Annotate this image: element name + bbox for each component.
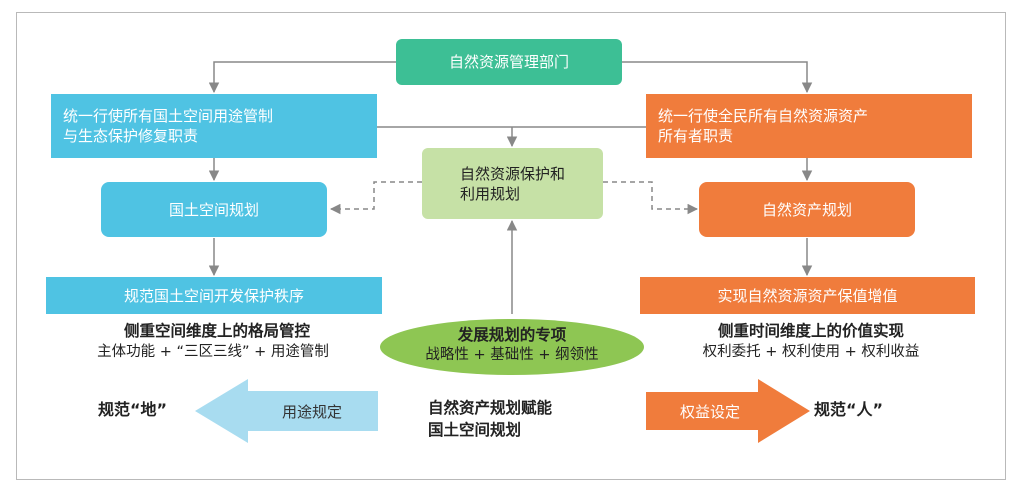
dashed-to-right-plan	[603, 181, 699, 215]
diagram-frame	[16, 12, 1006, 480]
connector-top-right	[622, 61, 813, 94]
left-duty-box: 统一行使所有国土空间用途管制 与生态保护修复职责	[51, 94, 377, 158]
right-plan-label: 自然资产规划	[761, 200, 852, 219]
right-duty-line1: 统一行使全民所有自然资源资产	[658, 107, 869, 125]
top-box: 自然资源管理部门	[396, 39, 622, 85]
bottom-middle-line1: 自然资产规划赋能	[428, 399, 553, 417]
right-duty-line2: 所有者职责	[658, 127, 734, 145]
left-plan-box: 国土空间规划	[101, 182, 327, 237]
bottom-middle-line2: 国土空间规划	[428, 421, 522, 439]
dashed-to-left-plan	[329, 181, 422, 215]
middle-plan-box: 自然资源保护和 利用规划	[422, 148, 603, 219]
left-arrow-shape	[195, 379, 378, 443]
connector-top-left	[208, 61, 396, 94]
left-duty-line2: 与生态保护修复职责	[63, 127, 199, 145]
left-arrow-label: 用途规定	[281, 402, 342, 421]
middle-plan-line2: 利用规划	[459, 184, 520, 203]
left-goal-label: 规范国土空间开发保护秩序	[123, 286, 304, 305]
left-plan-label: 国土空间规划	[168, 200, 259, 219]
right-goal-label: 实现自然资源资产保值增值	[717, 286, 898, 305]
left-focus-title: 侧重空间维度上的格局管控	[123, 322, 310, 340]
right-focus-sub: 权利委托 + 权利使用 + 权利收益	[702, 344, 920, 360]
right-arrow-label: 权益设定	[679, 402, 740, 421]
ellipse-title: 发展规划的专项	[457, 326, 567, 344]
right-arrow-shape	[646, 379, 810, 443]
development-plan-ellipse	[380, 319, 644, 375]
right-focus-title: 侧重时间维度上的价值实现	[717, 322, 904, 340]
right-duty-box: 统一行使全民所有自然资源资产 所有者职责	[646, 94, 972, 158]
middle-plan-line1: 自然资源保护和	[459, 164, 565, 183]
left-focus-sub: 主体功能 + “三区三线” + 用途管制	[97, 344, 329, 360]
left-duty-line1: 统一行使所有国土空间用途管制	[63, 107, 274, 125]
left-norm-text: 规范“地”	[98, 400, 168, 419]
ellipse-sub: 战略性 + 基础性 + 纲领性	[425, 347, 599, 363]
right-goal-bar: 实现自然资源资产保值增值	[640, 277, 975, 314]
left-goal-bar: 规范国土空间开发保护秩序	[46, 277, 382, 314]
right-plan-box: 自然资产规划	[699, 182, 915, 237]
top-box-label: 自然资源管理部门	[448, 53, 569, 71]
right-norm-text: 规范“人”	[814, 400, 884, 419]
